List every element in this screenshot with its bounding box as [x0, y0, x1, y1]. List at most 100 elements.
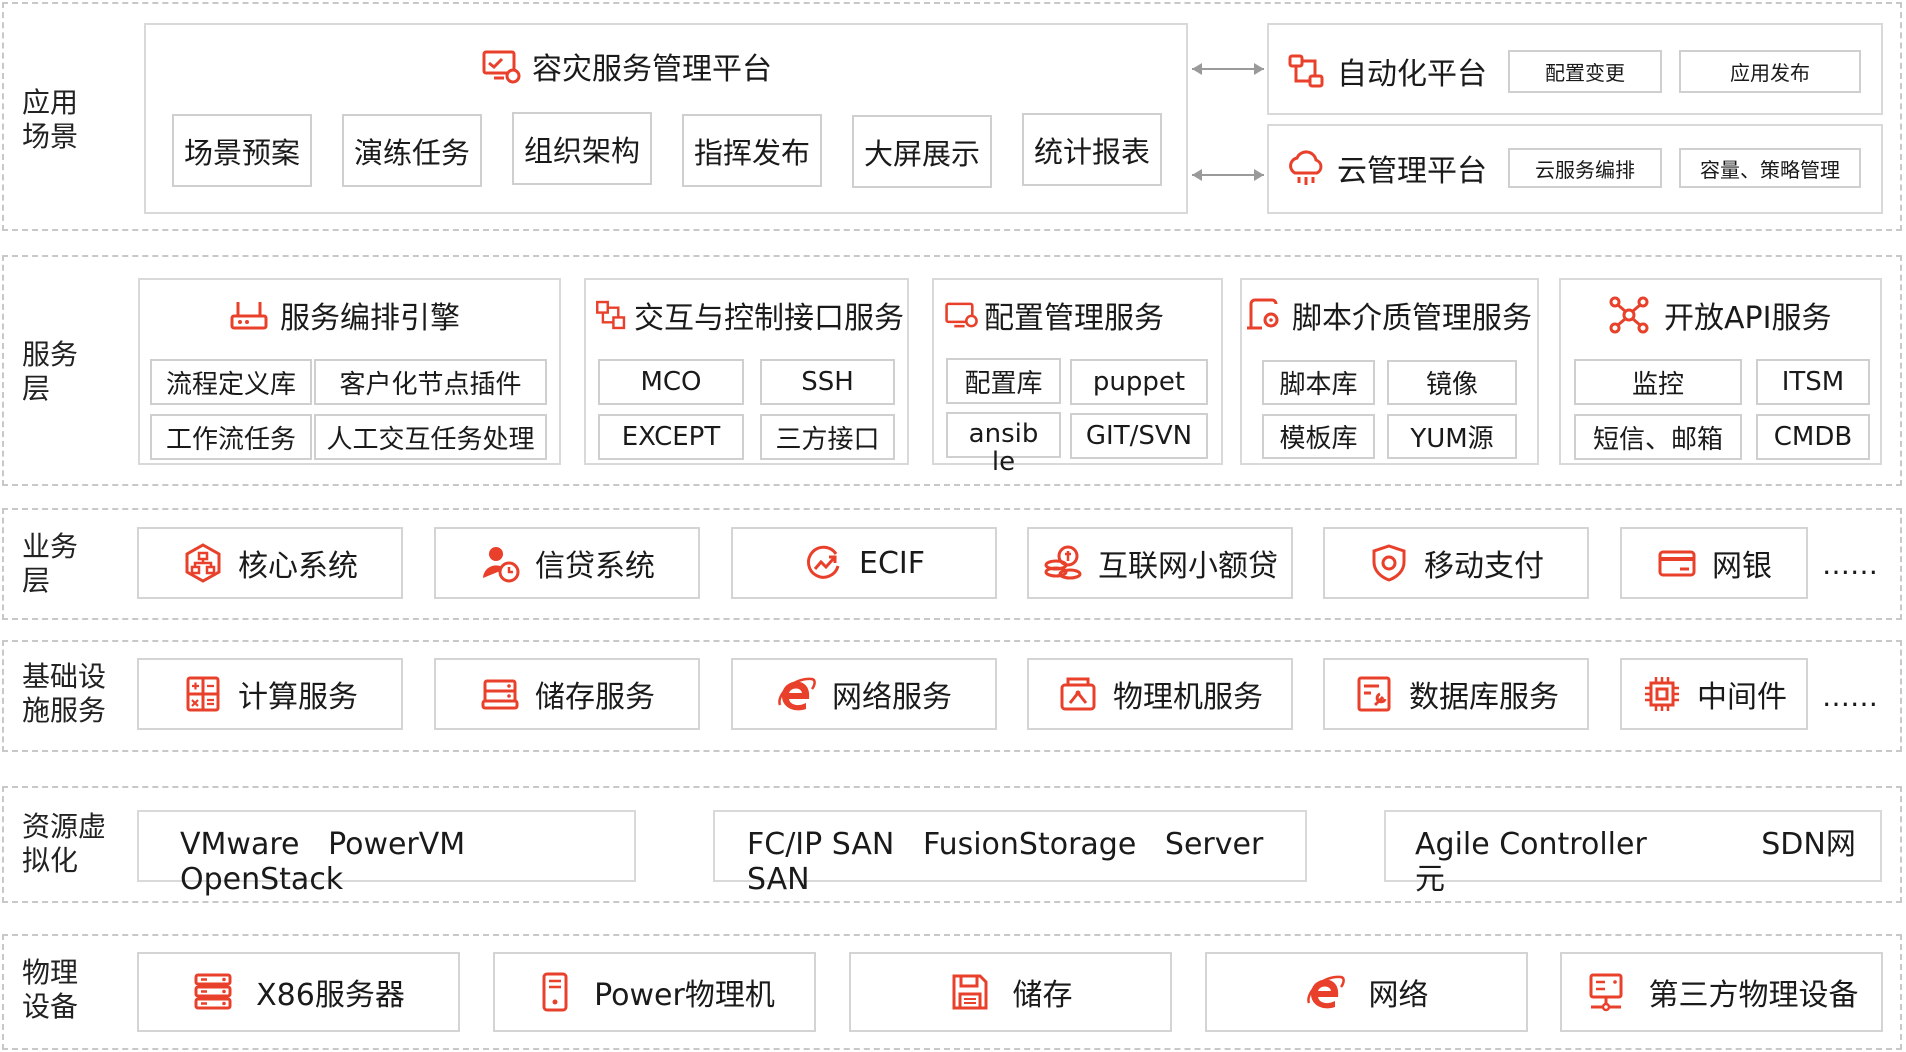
service-label-script: 脚本介质管理服务: [1292, 301, 1532, 336]
virt-compute[interactable]: [137, 810, 636, 882]
layer-label-physical: 物理 设备: [22, 956, 79, 1023]
service-label-config: 配置管理服务: [984, 301, 1164, 336]
dr-platform-title: 容灾服务管理平台: [480, 44, 772, 88]
service-item-node-plugin[interactable]: 客户化节点插件: [314, 359, 547, 405]
service-item-image[interactable]: 镜像: [1387, 360, 1517, 405]
monitor-gear-icon: [480, 45, 522, 87]
dr-item-org[interactable]: 组织架构: [512, 112, 652, 185]
business-mobile-pay[interactable]: 移动支付: [1323, 527, 1589, 599]
service-item-third-party[interactable]: 三方接口: [760, 414, 895, 460]
layer-label-service: 服务 层: [22, 338, 79, 405]
business-core[interactable]: 核心系统: [137, 527, 403, 599]
dr-item-screen[interactable]: 大屏展示: [852, 115, 992, 188]
physical-network-label: 网络: [1368, 978, 1429, 1013]
dr-item-report[interactable]: 统计报表: [1022, 113, 1162, 186]
card-icon: [1656, 542, 1698, 584]
service-item-config-lib[interactable]: 配置库: [946, 358, 1061, 404]
dr-item-scenario[interactable]: 场景预案: [172, 114, 312, 187]
infra-physical[interactable]: 物理机服务: [1027, 658, 1293, 730]
virt-network-label: Agile Controller SDN网 元: [1415, 827, 1856, 897]
physical-x86[interactable]: X86服务器: [137, 952, 460, 1032]
service-item-ssh[interactable]: SSH: [760, 359, 895, 405]
network-nodes-icon: [1608, 294, 1650, 336]
infra-database[interactable]: 数据库服务: [1323, 658, 1589, 730]
physical-third-party[interactable]: 第三方物理设备: [1560, 952, 1883, 1032]
service-item-except[interactable]: EXCEPT: [598, 414, 744, 460]
layer-physical: [2, 934, 1902, 1050]
service-item-monitor[interactable]: 监控: [1574, 359, 1742, 405]
physical-power[interactable]: Power物理机: [493, 952, 816, 1032]
service-item-yum[interactable]: YUM源: [1387, 414, 1517, 459]
service-item-mco[interactable]: MCO: [598, 359, 744, 405]
service-label-orchestration: 服务编排引擎: [280, 301, 460, 336]
double-arrow-icon: [1192, 169, 1264, 181]
infra-network-label: 网络服务: [832, 680, 952, 715]
service-item-puppet[interactable]: puppet: [1070, 359, 1208, 405]
cloud-item-capacity[interactable]: 容量、策略管理: [1679, 148, 1861, 188]
cloud-platform-label: 云管理平台: [1337, 154, 1487, 189]
virt-storage-label: FC/IP SAN FusionStorage Server SAN: [747, 827, 1264, 897]
shield-icon: [1368, 542, 1410, 584]
virt-storage[interactable]: [713, 810, 1307, 882]
service-item-cmdb[interactable]: CMDB: [1756, 414, 1870, 460]
layer-label-virtualization: 资源虚 拟化: [22, 810, 107, 877]
service-item-ansible-label: ansible: [968, 419, 1039, 477]
trend-icon: [803, 542, 845, 584]
layer-application: [2, 2, 1902, 231]
layer-infra: [2, 640, 1902, 752]
service-title-interface: 交互与控制接口服务: [594, 293, 904, 337]
infra-network[interactable]: 网络服务: [731, 658, 997, 730]
business-mobile-pay-label: 移动支付: [1424, 549, 1544, 584]
ie-icon: [776, 673, 818, 715]
service-item-git-svn[interactable]: GIT/SVN: [1070, 413, 1208, 459]
physical-network[interactable]: 网络: [1205, 952, 1528, 1032]
flow-icon: [1285, 50, 1327, 92]
business-credit[interactable]: 信贷系统: [434, 527, 700, 599]
infra-middleware[interactable]: 中间件: [1620, 658, 1808, 730]
physical-power-label: Power物理机: [594, 978, 775, 1013]
calculator-icon: [182, 673, 224, 715]
physical-x86-label: X86服务器: [256, 978, 405, 1013]
script-gear-icon: [1242, 294, 1284, 336]
business-microloan-label: 互联网小额贷: [1098, 549, 1278, 584]
user-clock-icon: [479, 542, 521, 584]
business-core-label: 核心系统: [238, 549, 358, 584]
service-item-ansible[interactable]: ansible: [946, 412, 1061, 476]
infra-storage[interactable]: 储存服务: [434, 658, 700, 730]
dr-platform-label: 容灾服务管理平台: [532, 52, 772, 87]
double-arrow-icon: [1192, 63, 1264, 75]
business-ebank[interactable]: 网银: [1620, 527, 1808, 599]
dr-platform-panel: [144, 23, 1188, 214]
infra-compute-label: 计算服务: [238, 680, 358, 715]
physical-storage[interactable]: 储存: [849, 952, 1172, 1032]
service-item-sms-mail[interactable]: 短信、邮箱: [1574, 414, 1742, 460]
virt-network[interactable]: [1384, 810, 1882, 882]
service-item-template-lib[interactable]: 模板库: [1262, 414, 1375, 459]
service-item-process-lib[interactable]: 流程定义库: [150, 359, 312, 405]
service-item-itsm[interactable]: ITSM: [1756, 359, 1870, 405]
cloud-icon: [1285, 147, 1327, 189]
service-item-workflow[interactable]: 工作流任务: [150, 414, 312, 460]
layer-label-business: 业务 层: [22, 530, 79, 597]
infra-storage-label: 储存服务: [535, 680, 655, 715]
business-more: ……: [1822, 548, 1878, 581]
service-item-script-lib[interactable]: 脚本库: [1262, 360, 1375, 405]
dr-item-drill[interactable]: 演练任务: [342, 114, 482, 187]
automation-platform-label: 自动化平台: [1337, 57, 1487, 92]
auto-item-config-change[interactable]: 配置变更: [1508, 50, 1662, 93]
service-item-human-task[interactable]: 人工交互任务处理: [314, 414, 547, 460]
infra-more: ……: [1822, 680, 1878, 713]
cloud-item-orchestration[interactable]: 云服务编排: [1508, 148, 1662, 188]
business-ecif[interactable]: ECIF: [731, 527, 997, 599]
auto-item-app-release[interactable]: 应用发布: [1679, 50, 1861, 93]
interface-icon: [594, 294, 628, 336]
business-microloan[interactable]: 互联网小额贷: [1027, 527, 1293, 599]
dr-item-command[interactable]: 指挥发布: [682, 114, 822, 187]
machine-icon: [1057, 673, 1099, 715]
layer-service: [2, 255, 1902, 486]
physical-third-party-label: 第三方物理设备: [1648, 978, 1859, 1013]
service-label-interface: 交互与控制接口服务: [634, 301, 904, 336]
infra-compute[interactable]: 计算服务: [137, 658, 403, 730]
business-ecif-label: ECIF: [858, 545, 925, 581]
ie-icon: [1305, 971, 1347, 1013]
